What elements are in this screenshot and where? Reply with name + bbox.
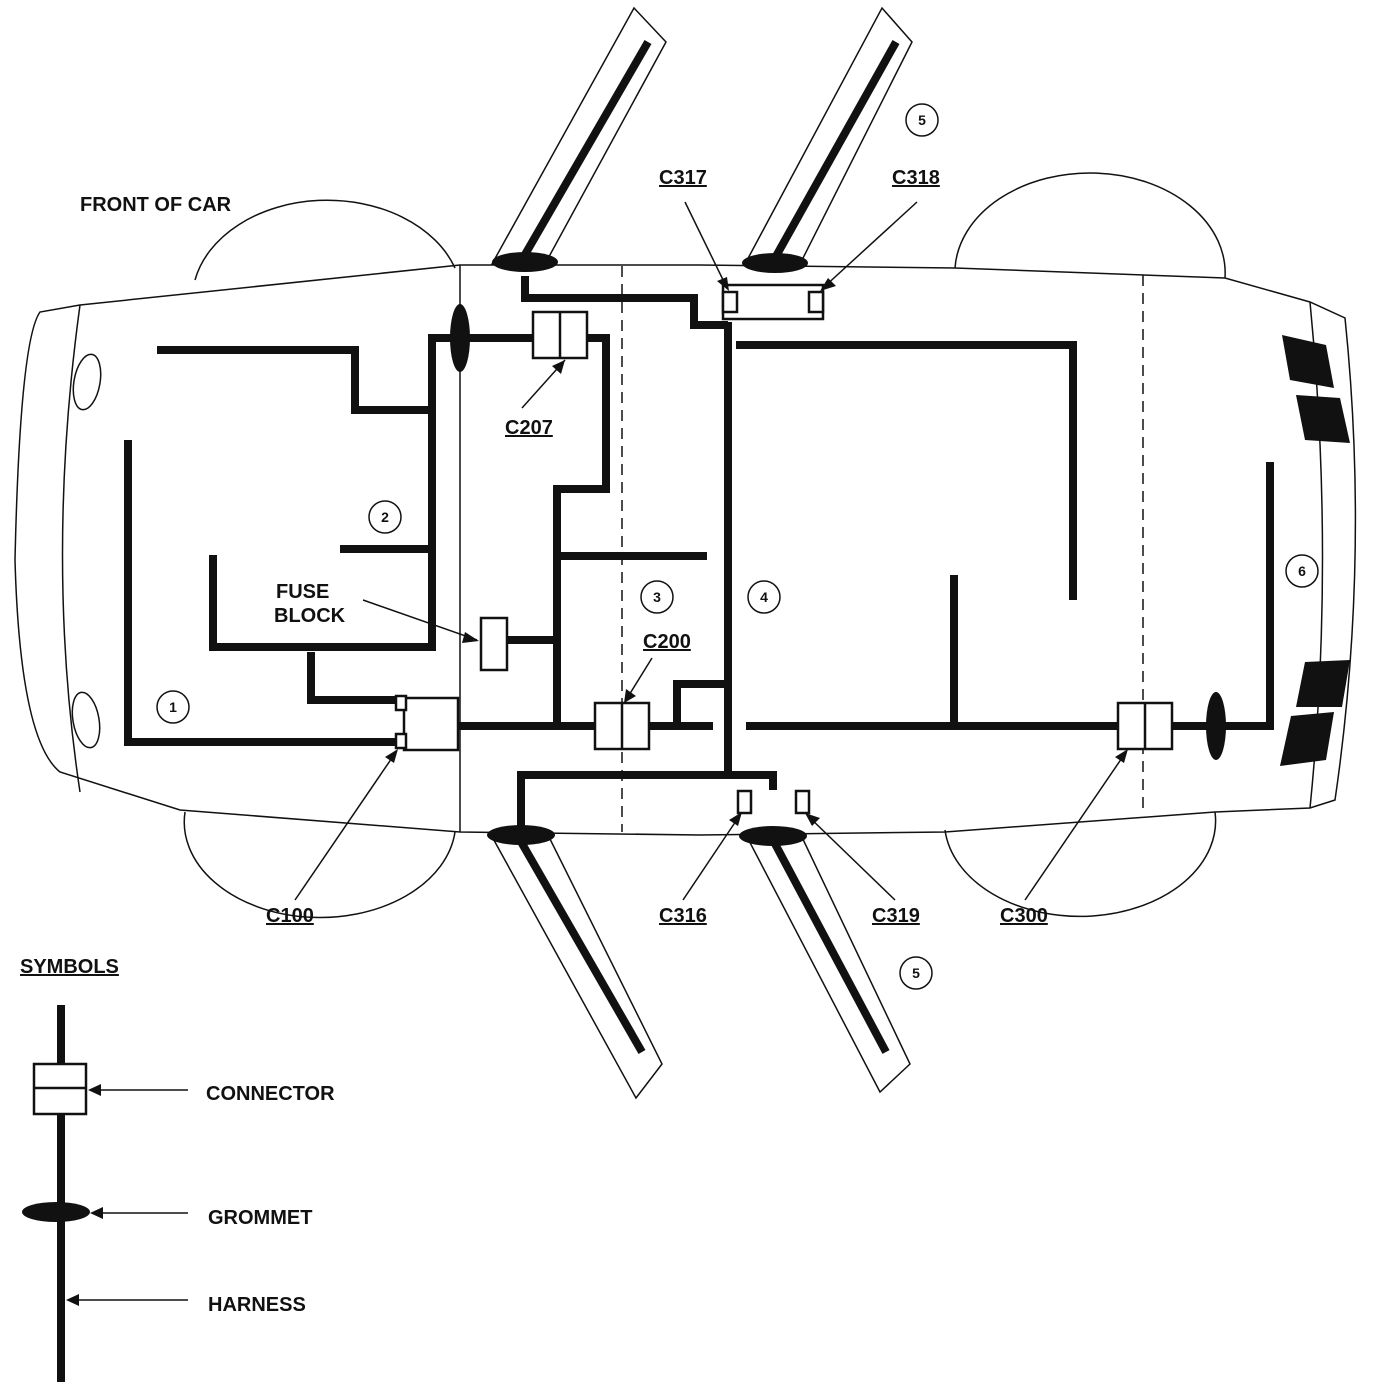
car-body — [14, 264, 1357, 836]
tail-lamp-4 — [1280, 712, 1334, 766]
leader-c317 — [684, 201, 728, 289]
svg-text:6: 6 — [1298, 563, 1306, 579]
callout-1: 1 — [156, 690, 190, 724]
door-front-left-harness — [519, 39, 652, 261]
tail-lamp-1 — [1282, 335, 1334, 388]
symbols-legend: SYMBOLS CONNECTOR GROMMET HARNESS — [20, 956, 335, 1382]
callout-6: 6 — [1285, 554, 1319, 588]
svg-text:5: 5 — [912, 965, 920, 981]
connector-c200 — [593, 701, 651, 751]
label-fuse-line1: FUSE — [276, 581, 329, 603]
connector-c300 — [1116, 701, 1174, 751]
leader-arrows — [294, 201, 1128, 901]
grommet-rear-right-door — [739, 826, 807, 846]
leader-c319 — [806, 814, 896, 901]
door-rear-right-harness — [769, 838, 890, 1054]
connector-c100 — [394, 694, 460, 752]
wheels — [183, 172, 1226, 919]
door-rear-left — [743, 6, 913, 265]
headlamp-lower — [71, 691, 101, 749]
harness-rear-loop — [736, 341, 1077, 600]
svg-text:5: 5 — [918, 112, 926, 128]
door-front-left — [490, 6, 667, 265]
harness-top-run — [521, 276, 728, 329]
label-c300: C300 — [1000, 905, 1048, 927]
legend-grommet-symbol — [22, 1202, 90, 1222]
label-fuse-line2: BLOCK — [274, 605, 346, 627]
legend-title: SYMBOLS — [20, 956, 119, 978]
door-rear-left-harness — [771, 40, 900, 260]
leader-c318 — [822, 201, 918, 289]
label-c318: C318 — [892, 167, 940, 189]
svg-text:3: 3 — [653, 589, 661, 605]
svg-text:1: 1 — [169, 699, 177, 715]
front-of-car-label: FRONT OF CAR — [80, 194, 232, 216]
legend-grommet-label: GROMMET — [208, 1207, 312, 1229]
connector-c317-c318 — [721, 283, 825, 321]
legend-connector-symbol — [32, 1062, 88, 1116]
tail-lamp-2 — [1296, 395, 1350, 443]
fuse-block — [479, 616, 509, 672]
headlamp-upper — [72, 353, 102, 411]
grommet-cowl — [450, 304, 470, 372]
harness-c200-right — [648, 680, 728, 730]
label-c316: C316 — [659, 905, 707, 927]
legend-connector-label: CONNECTOR — [206, 1083, 335, 1105]
wheel-front-right — [183, 811, 456, 919]
grommet-rear-left-door — [742, 253, 808, 273]
wheel-front-left — [194, 199, 456, 281]
grommet-front-right-door — [487, 825, 555, 845]
label-c200: C200 — [643, 631, 691, 653]
body-outline — [14, 264, 1357, 836]
leader-c100 — [294, 751, 397, 901]
label-c319: C319 — [872, 905, 920, 927]
callout-5-top: 5 — [905, 103, 939, 137]
front-bumper-line — [61, 304, 81, 793]
grommet-trunk — [1206, 692, 1226, 760]
harness-1 — [124, 440, 400, 746]
leader-fuse — [362, 599, 478, 641]
door-front-right-harness — [516, 838, 646, 1054]
harness-trunk — [1170, 462, 1274, 730]
harness-engine — [307, 652, 400, 704]
callout-5-bottom: 5 — [899, 956, 933, 990]
door-front-right — [488, 832, 663, 1100]
connectors — [394, 283, 1174, 815]
wheel-rear-right — [944, 811, 1217, 918]
svg-text:4: 4 — [760, 589, 768, 605]
connector-labels: C207 FUSE BLOCK C200 C100 C316 C319 C300… — [266, 167, 1048, 927]
leader-c316 — [682, 814, 741, 901]
harness-cowl-top — [428, 334, 535, 410]
callout-4: 4 — [747, 580, 781, 614]
callout-3: 3 — [640, 580, 674, 614]
tail-lamp-3 — [1296, 660, 1350, 707]
harness-bottom-run — [517, 771, 777, 840]
harness-runs — [124, 276, 1274, 840]
grommets — [450, 252, 1226, 846]
svg-text:2: 2 — [381, 509, 389, 525]
wheel-rear-left — [954, 172, 1226, 279]
callout-2: 2 — [368, 500, 402, 534]
leader-c300 — [1024, 751, 1127, 901]
grommet-front-left-door — [492, 252, 558, 272]
label-c100: C100 — [266, 905, 314, 927]
legend-harness-label: HARNESS — [208, 1294, 306, 1316]
callouts: 1 2 3 4 5 5 6 — [156, 103, 1319, 990]
harness-c207-down — [553, 334, 610, 730]
label-c207: C207 — [505, 417, 553, 439]
door-rear-right — [743, 832, 911, 1094]
connector-c316-c319 — [736, 789, 811, 815]
label-c317: C317 — [659, 167, 707, 189]
connector-c207 — [531, 310, 589, 360]
